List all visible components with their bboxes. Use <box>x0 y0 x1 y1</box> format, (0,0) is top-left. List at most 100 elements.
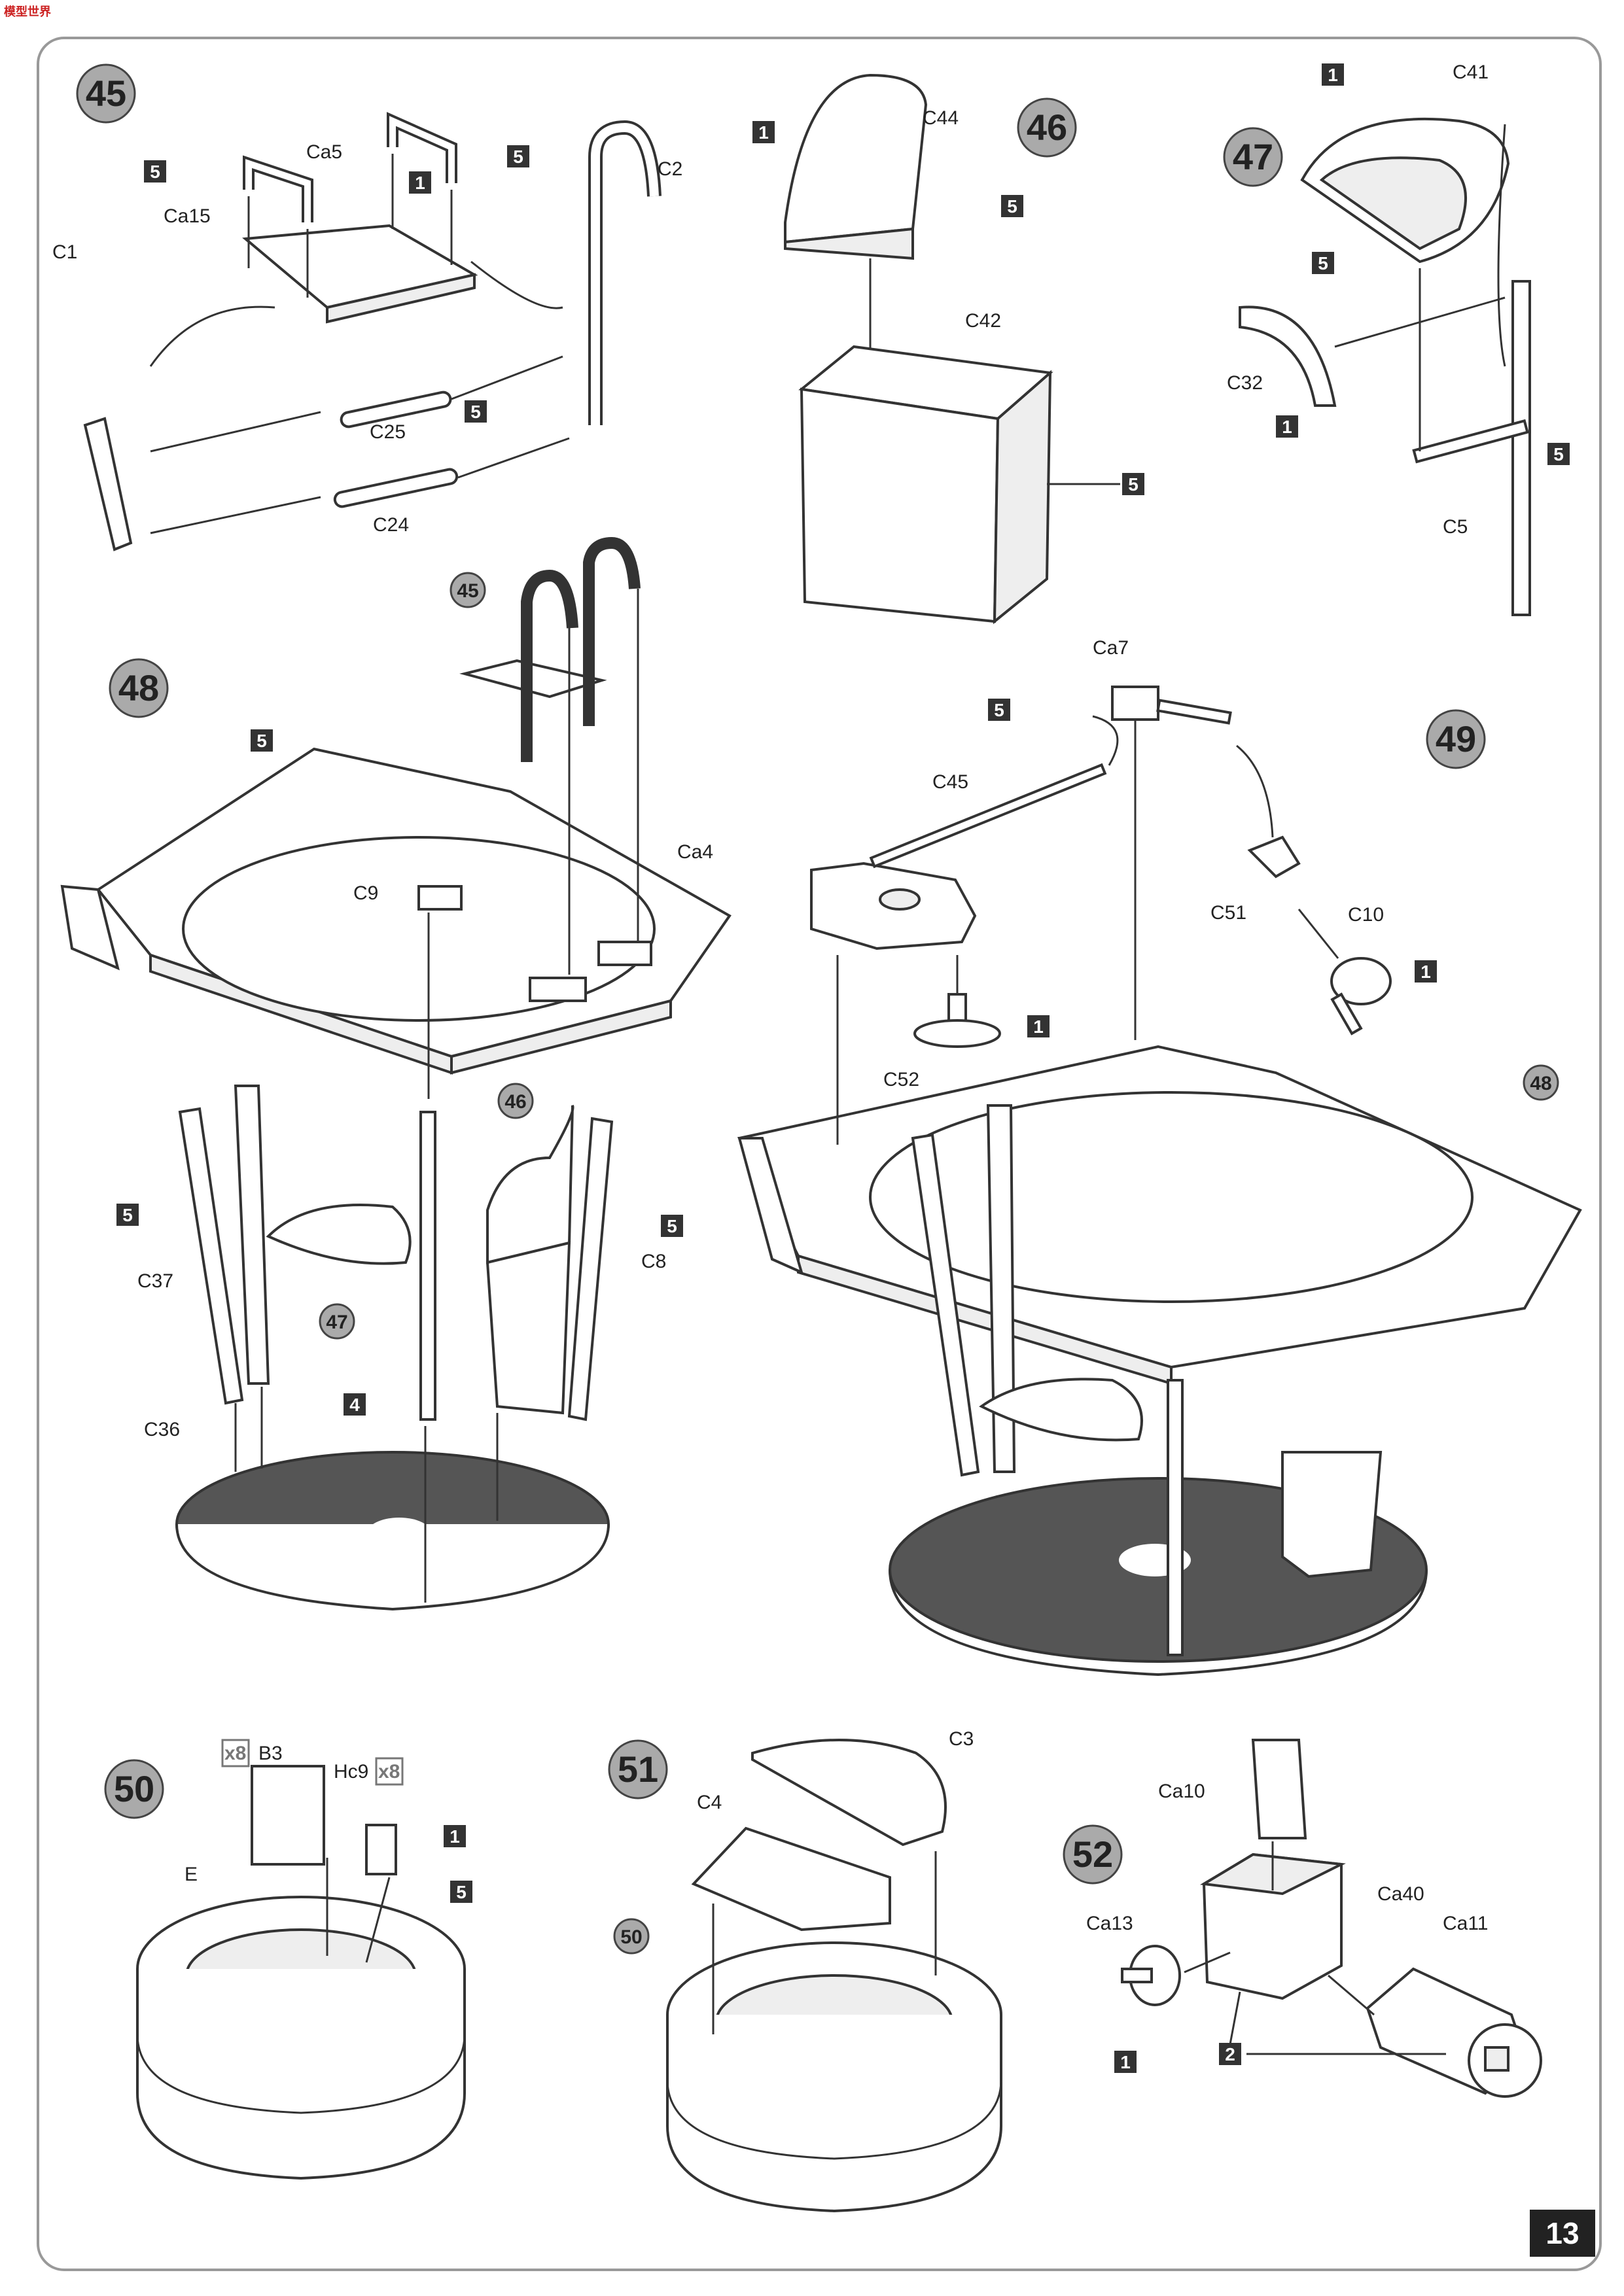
leg-c37 <box>178 1107 244 1405</box>
leg <box>911 1133 980 1477</box>
part-label: C8 <box>641 1251 666 1272</box>
turret-ring-body <box>136 1969 466 2180</box>
page-number: 13 <box>1545 2216 1579 2250</box>
seat-plate-edge <box>326 273 476 324</box>
part-label: C4 <box>697 1792 722 1813</box>
handle-ca5-left-fill <box>245 159 311 222</box>
part-label: C32 <box>1227 372 1263 394</box>
platform-48-flap <box>737 1137 804 1275</box>
frame-c2 <box>588 120 662 425</box>
part-label: C10 <box>1348 904 1384 926</box>
turret-ring-body <box>666 2015 1002 2213</box>
paint-code: 1 <box>450 1826 460 1847</box>
part-label: C42 <box>965 310 1001 332</box>
paint-code-box <box>1027 1015 1050 1037</box>
paint-code: 1 <box>415 173 425 193</box>
box-46 <box>485 1241 571 1415</box>
paint-code: 1 <box>1328 65 1338 85</box>
mount <box>597 941 652 966</box>
paint-code: 1 <box>1421 962 1431 982</box>
rod-c45 <box>869 763 1107 869</box>
seat-c44-base <box>784 227 914 260</box>
turret-ring-band <box>136 2034 466 2114</box>
step-badge <box>76 63 136 124</box>
plate-c4 <box>691 1826 891 1932</box>
paint-code: 5 <box>994 700 1004 720</box>
part-label: Ca40 <box>1377 1883 1424 1905</box>
assembly-arrow <box>1184 1951 1231 1974</box>
part-b3 <box>251 1765 325 1866</box>
leg-c37b <box>234 1085 270 1385</box>
paint-code-box <box>1001 195 1023 217</box>
quantity-box <box>375 1757 404 1786</box>
rod-c25 <box>340 391 452 428</box>
seat-c44 <box>784 73 928 244</box>
part-ca11-port <box>1484 2046 1509 2072</box>
paint-code-box <box>144 160 166 183</box>
part-label: C45 <box>932 771 968 793</box>
paint-code-box <box>988 699 1010 721</box>
paint-code: 1 <box>1282 417 1292 437</box>
ref-badge <box>497 1083 534 1119</box>
post-arm <box>1412 419 1529 464</box>
ref-number: 46 <box>504 1091 526 1113</box>
step-badge <box>104 1759 164 1819</box>
mount <box>529 977 587 1002</box>
assembly-arrow <box>1236 744 1274 838</box>
platform-ca4-edge <box>450 999 672 1075</box>
ref-badge <box>319 1303 355 1340</box>
part-label: Ca7 <box>1093 637 1129 659</box>
step-badge <box>608 1739 668 1800</box>
post-c5 <box>1511 280 1531 616</box>
paint-code-box <box>1276 415 1298 438</box>
part-label: C24 <box>373 514 409 536</box>
step-number: 47 <box>1233 136 1273 177</box>
paint-code-box <box>1312 252 1334 274</box>
paint-code-box <box>251 729 273 752</box>
paint-code: 5 <box>1318 253 1328 273</box>
assembly-arrow <box>451 355 563 400</box>
box-c42-front <box>800 387 1000 623</box>
brand-logo: 模型世界 <box>4 5 51 18</box>
paint-code: 5 <box>1007 196 1017 217</box>
part-ca13-shaft <box>1121 1968 1153 1983</box>
step-number: 45 <box>86 73 126 114</box>
assembly-arrow <box>457 437 570 479</box>
part-label: Ca15 <box>164 205 211 227</box>
frame-c1-fill <box>120 237 198 556</box>
ref-number: 45 <box>457 580 478 602</box>
assembly-arrow <box>1328 1974 1375 2016</box>
part-ca10 <box>1251 1739 1307 1839</box>
step-number: 51 <box>618 1748 658 1790</box>
box-c42-side <box>993 370 1052 625</box>
step-number: 49 <box>1436 718 1476 759</box>
ref-badge <box>613 1918 650 1955</box>
rod-ca7 <box>1156 699 1232 725</box>
part-label: C3 <box>949 1728 974 1750</box>
ref-number: 50 <box>620 1926 642 1948</box>
frame-45 <box>521 569 578 762</box>
part-c52-base <box>913 1019 1001 1048</box>
step-51: 51 50 C3 C4 <box>608 1728 1002 2213</box>
part-label: E <box>185 1864 198 1885</box>
paint-code: 1 <box>758 122 769 143</box>
paint-code-box <box>661 1215 683 1237</box>
quantity-multiplier: x8 <box>224 1743 246 1764</box>
part-label: C41 <box>1453 61 1489 83</box>
paint-code: 5 <box>256 731 267 751</box>
part-label: C37 <box>137 1270 173 1292</box>
frame-c2-fill <box>591 122 659 425</box>
frame-c1 <box>123 241 194 556</box>
part-c51 <box>1247 835 1301 878</box>
platform-48-opening <box>869 1091 1474 1303</box>
part-label: C25 <box>370 421 406 443</box>
post <box>419 1111 436 1421</box>
paint-code: 5 <box>122 1205 133 1225</box>
step-48: 48 45 <box>60 536 732 1611</box>
seat-45 <box>459 659 607 699</box>
step-49: 49 <box>737 637 1582 1677</box>
step-number: 50 <box>114 1768 154 1809</box>
paint-code-box <box>1114 2051 1137 2073</box>
step-number: 46 <box>1027 107 1067 148</box>
paint-code-box <box>507 145 529 167</box>
